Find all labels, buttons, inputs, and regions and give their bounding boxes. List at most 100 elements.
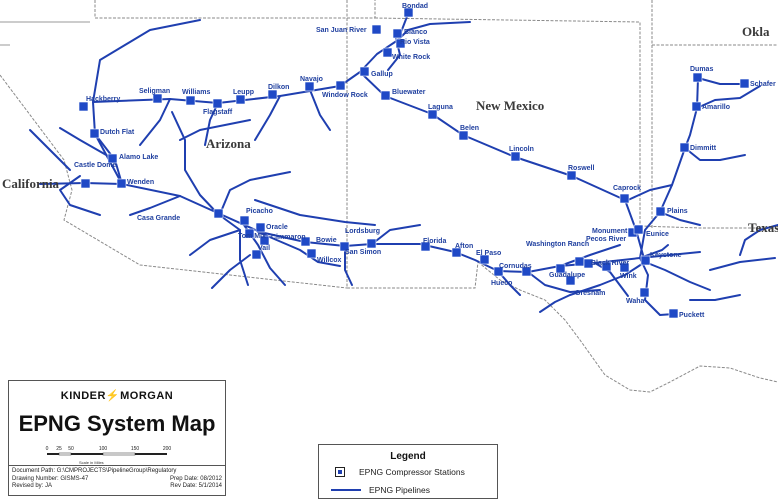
station-castle-dome[interactable] (80, 178, 91, 189)
station-florida[interactable] (420, 241, 431, 252)
station-cimmaron[interactable] (259, 235, 270, 246)
logo-left-text: KINDER (60, 390, 106, 402)
station-navajo[interactable] (304, 81, 315, 92)
legend-row-pipelines: EPNG Pipelines (331, 485, 430, 495)
label-schafer: Schafer (750, 81, 776, 88)
station-flagstaff[interactable] (212, 98, 223, 109)
station-wink[interactable] (619, 262, 630, 273)
station-window-rock[interactable] (335, 80, 346, 91)
station-dilkon[interactable] (267, 89, 278, 100)
station-dumas[interactable] (692, 72, 703, 83)
station-pecos-river[interactable] (601, 261, 612, 272)
label-alamo-lake: Alamo Lake (119, 154, 158, 161)
station-tom-mix[interactable] (244, 228, 255, 239)
label-lincoln: Lincoln (509, 146, 534, 153)
station-alamo-lake[interactable] (107, 153, 118, 164)
label-puckett: Puckett (679, 312, 705, 319)
label-washington-ranch: Washington Ranch (526, 241, 589, 248)
label-caprock: Caprock (613, 185, 641, 192)
station-vail[interactable] (251, 249, 262, 260)
station-symbol-icon (335, 467, 345, 477)
label-cornudas: Cornudas (499, 263, 532, 270)
legend-pipelines-label: EPNG Pipelines (369, 485, 430, 495)
station-keystone[interactable] (640, 255, 651, 266)
station-williams[interactable] (185, 95, 196, 106)
legend-title: Legend (390, 451, 426, 462)
station-leupp[interactable] (235, 94, 246, 105)
station-gallup[interactable] (359, 66, 370, 77)
station-lordsburg[interactable] (366, 238, 377, 249)
station-seligman[interactable] (152, 93, 163, 104)
station-picacho[interactable] (239, 215, 250, 226)
label-dumas: Dumas (690, 66, 713, 73)
label-roswell: Roswell (568, 165, 595, 172)
station-schafer[interactable] (739, 78, 750, 89)
scale-seg-3 (71, 453, 103, 455)
station-willcox[interactable] (306, 248, 317, 259)
station-cornudas[interactable] (521, 266, 532, 277)
label-window-rock: Window Rock (322, 92, 368, 99)
station-san-juan-river[interactable] (371, 24, 382, 35)
station-plains[interactable] (655, 206, 666, 217)
scale-tick-150: 150 (131, 446, 140, 452)
label-black-river: Black River (591, 260, 629, 267)
station-dutch-flat[interactable] (89, 128, 100, 139)
state-california: California (2, 176, 60, 191)
station-lincoln[interactable] (510, 151, 521, 162)
label-picacho: Picacho (246, 208, 273, 215)
label-wenden: Wenden (127, 179, 154, 186)
lightning-bolt-icon: ⚡ (105, 390, 121, 402)
station-black-river[interactable] (583, 258, 594, 269)
scale-tick-100: 100 (99, 446, 108, 452)
station-white-rock[interactable] (382, 47, 393, 58)
station-afton[interactable] (451, 247, 462, 258)
label-casa-grande: Casa Grande (137, 215, 180, 222)
station-gresham[interactable] (565, 275, 576, 286)
station-guadalupe[interactable] (555, 263, 566, 274)
station-bluewater[interactable] (380, 90, 391, 101)
station-casa-grande[interactable] (213, 208, 224, 219)
station-oracle[interactable] (255, 222, 266, 233)
label-bondad: Bondad (402, 3, 428, 10)
label-keystone: Keystone (650, 252, 682, 259)
label-amarillo: Amarillo (702, 104, 730, 111)
station-amarillo[interactable] (691, 101, 702, 112)
label-gresham: Gresham (575, 290, 605, 297)
station-roswell[interactable] (566, 170, 577, 181)
station-san-simon[interactable] (339, 241, 350, 252)
label-dutch-flat: Dutch Flat (100, 129, 135, 136)
label-gallup: Gallup (371, 71, 393, 78)
label-el-paso: El Paso (476, 250, 501, 257)
label-hueco: Hueco (491, 280, 512, 287)
label-san-simon: San Simon (345, 249, 381, 256)
label-guadalupe: Guadalupe (549, 272, 585, 279)
station-bondad[interactable] (403, 7, 414, 18)
station-rio-vista[interactable] (395, 38, 406, 49)
scale-seg-4 (102, 452, 136, 456)
station-hueco[interactable] (493, 266, 504, 277)
station-belen[interactable] (458, 130, 469, 141)
station-hackberry[interactable] (78, 101, 89, 112)
rev-date: Rev Date: 5/1/2014 (170, 483, 222, 489)
station-dimmitt[interactable] (679, 142, 690, 153)
state-new-mexico: New Mexico (476, 98, 544, 113)
prep-date: Prep Date: 08/2012 (169, 475, 222, 482)
station-wenden[interactable] (116, 178, 127, 189)
station-caprock[interactable] (619, 193, 630, 204)
station-washington-ranch[interactable] (574, 256, 585, 267)
station-laguna[interactable] (427, 109, 438, 120)
label-san-juan-river: San Juan River (316, 27, 367, 34)
label-waha: Waha (626, 298, 645, 305)
scale-seg-1 (47, 453, 59, 455)
station-blanco[interactable] (392, 28, 403, 39)
station-eunice[interactable] (633, 224, 644, 235)
scale-seg-5 (135, 453, 167, 455)
label-pecos-river: Pecos River (586, 236, 626, 243)
scale-seg-2 (58, 452, 72, 456)
scale-tick-50: 50 (68, 446, 74, 452)
state-okla: Okla (742, 24, 770, 39)
station-bowie[interactable] (300, 236, 311, 247)
station-puckett[interactable] (668, 308, 679, 319)
station-el-paso[interactable] (479, 254, 490, 265)
station-waha[interactable] (639, 287, 650, 298)
